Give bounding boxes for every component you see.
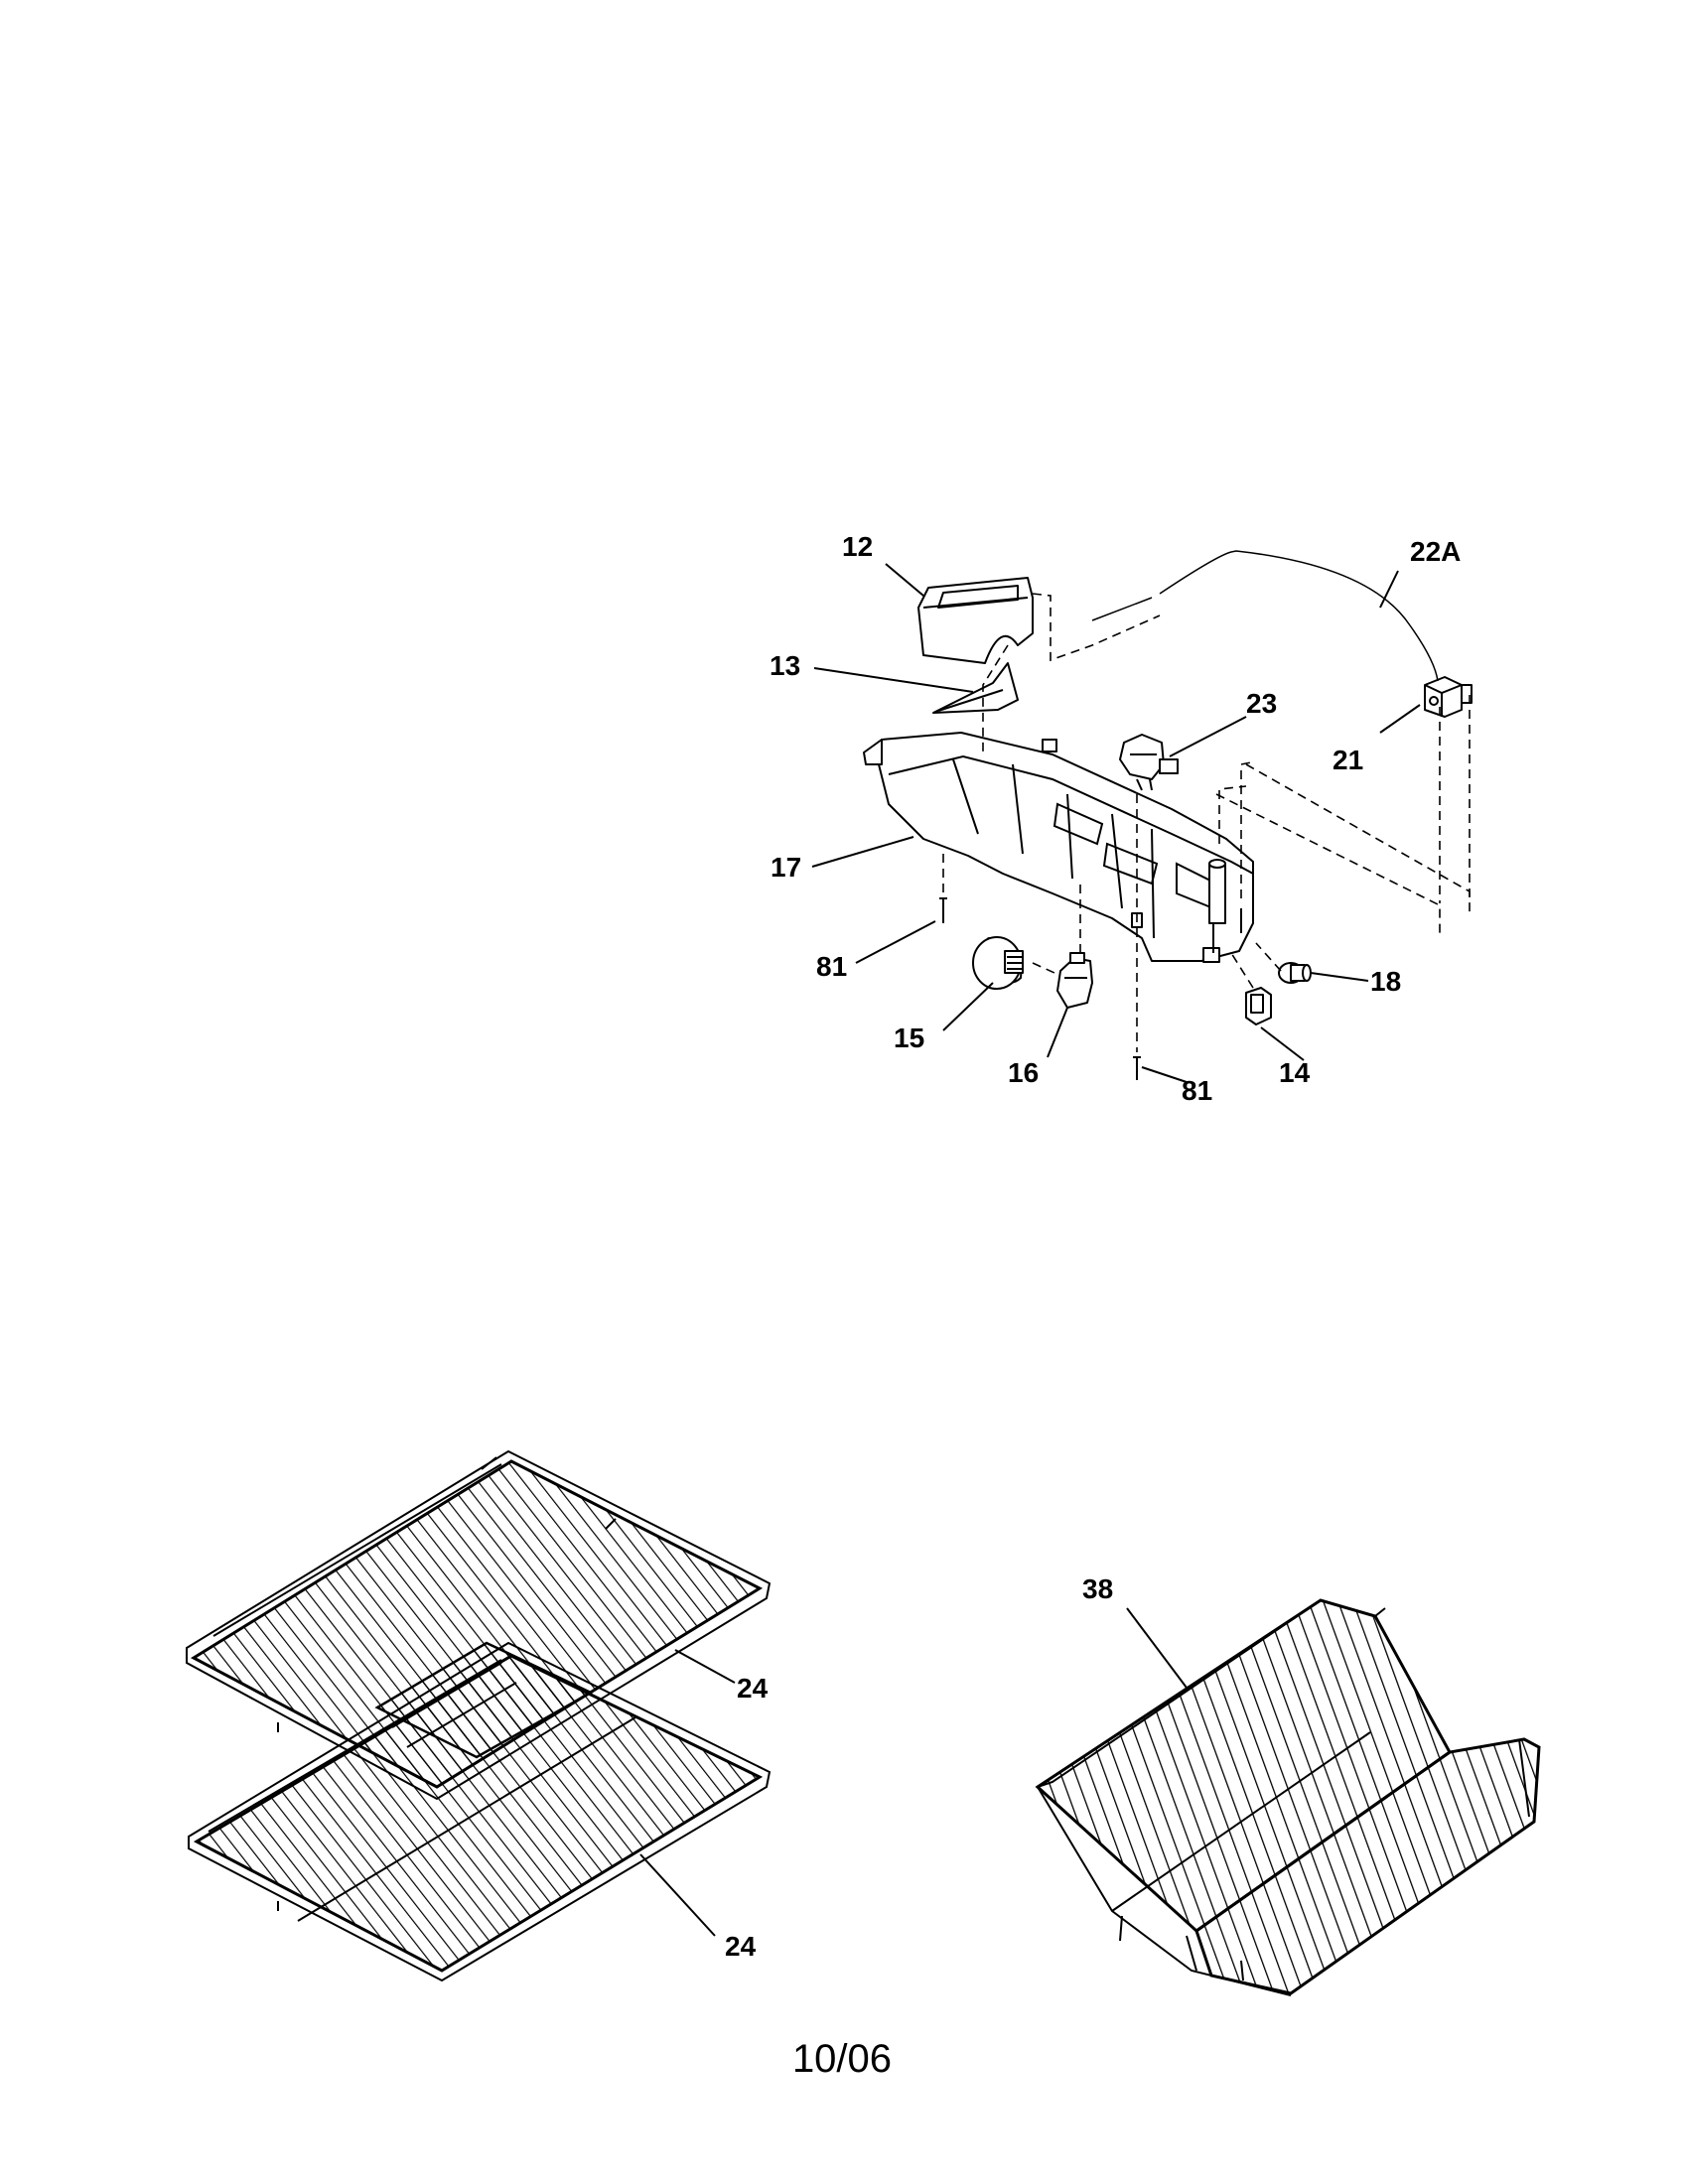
callout-23: 23 [1246, 688, 1277, 719]
footer-date-code: 10/06 [792, 2037, 892, 2081]
callout-24-lower: 24 [725, 1931, 757, 1962]
control-assembly: 12 13 22A 23 21 17 81 18 15 16 14 81 [770, 531, 1473, 1106]
callout-16: 16 [1008, 1057, 1039, 1088]
callout-14: 14 [1279, 1057, 1311, 1088]
callout-81-upper: 81 [816, 951, 847, 982]
part-38-wine-basket [1035, 1598, 1541, 1996]
callout-21: 21 [1333, 745, 1363, 775]
part-14-rocker-switch [1245, 987, 1272, 1025]
part-21-control [1424, 676, 1473, 718]
part-16-lamp-socket [1056, 952, 1093, 1009]
part-18-knob [1278, 962, 1312, 984]
leader-38 [1126, 1607, 1188, 1689]
callout-13: 13 [770, 650, 800, 681]
mounting-screws [1212, 908, 1242, 953]
callout-38: 38 [1082, 1573, 1113, 1604]
callout-24-upper: 24 [737, 1673, 769, 1704]
part-22a-capillary-tube [1159, 550, 1439, 682]
part-15-light-bulb [972, 936, 1024, 990]
callout-12: 12 [842, 531, 873, 562]
leader-lines [811, 563, 1421, 1083]
leader-24-upper [674, 1649, 736, 1684]
callout-81-lower: 81 [1182, 1075, 1212, 1106]
leader-24-lower [639, 1853, 716, 1937]
callout-22a: 22A [1410, 536, 1461, 567]
callout-18: 18 [1370, 966, 1401, 997]
assembly-lines [942, 593, 1471, 1052]
part-12-light-shield [917, 577, 1034, 664]
wire-shelves: 24 24 [186, 1449, 772, 1982]
callout-15: 15 [894, 1023, 924, 1053]
part-81-screw-lower [1133, 1056, 1141, 1080]
part-23-switch [1119, 734, 1179, 791]
part-81-screw-upper [939, 897, 947, 923]
callout-17: 17 [771, 852, 801, 883]
part-24-shelf-lower [188, 1641, 772, 1982]
